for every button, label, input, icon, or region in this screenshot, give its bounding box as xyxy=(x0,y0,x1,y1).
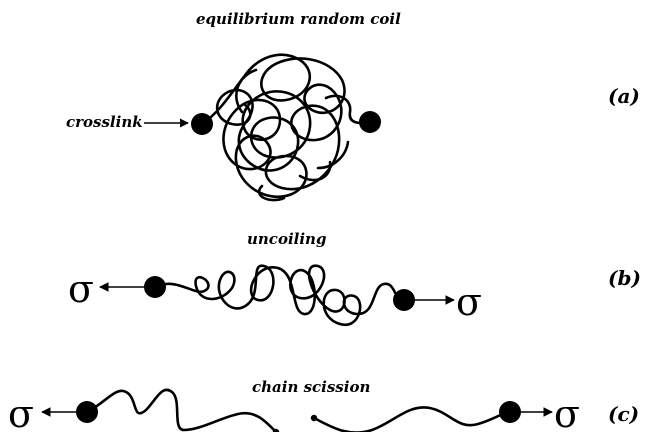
scission-chain-left xyxy=(87,390,276,432)
random-coil-chain xyxy=(202,55,370,200)
chain-end-right-c xyxy=(499,401,521,423)
uncoiling-chain xyxy=(155,266,404,325)
stress-sigma-right-c: σ xyxy=(554,392,580,432)
stress-sigma-left-c: σ xyxy=(8,392,34,432)
crosslink-left-node xyxy=(191,113,213,135)
chain-end-right-b xyxy=(393,289,415,311)
stress-sigma-left-b: σ xyxy=(68,267,94,311)
stress-sigma-right-b: σ xyxy=(456,280,482,324)
crosslink-right-node xyxy=(359,111,381,133)
scission-chain-right xyxy=(314,407,510,432)
